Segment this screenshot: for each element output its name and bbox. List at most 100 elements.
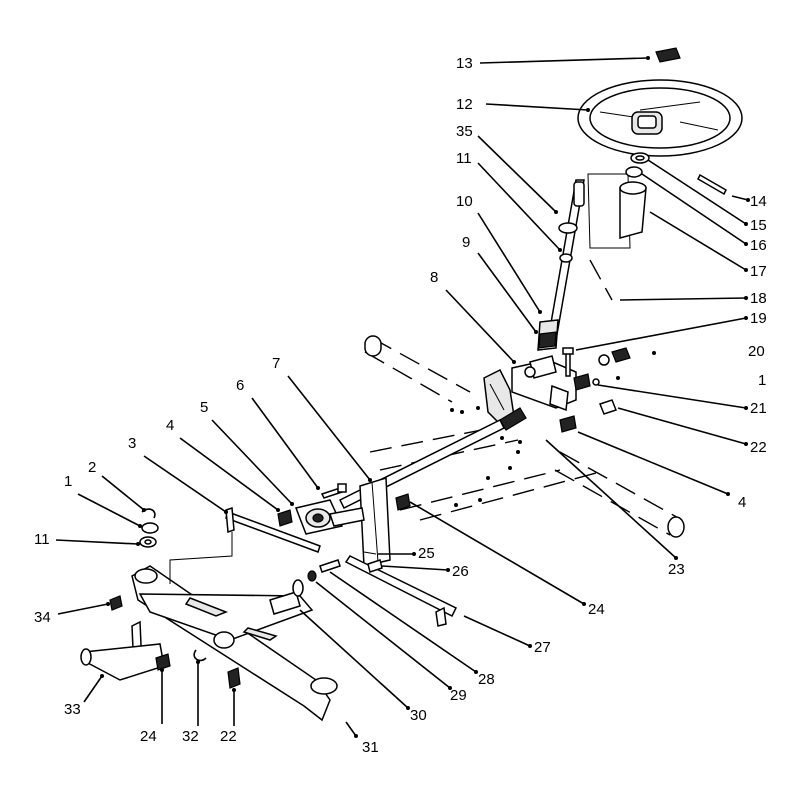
leader-line bbox=[345, 721, 357, 737]
callout-c33: 33 bbox=[64, 674, 104, 718]
leader-line bbox=[647, 159, 747, 225]
bushing-upper bbox=[625, 166, 643, 178]
leader-dot bbox=[744, 222, 748, 226]
leader-line bbox=[577, 431, 729, 495]
front-axle bbox=[131, 532, 338, 722]
leader-line bbox=[381, 565, 449, 571]
leader-dot bbox=[232, 688, 236, 692]
callout-number: 35 bbox=[456, 123, 473, 140]
callout-layer: 1312351110981415161718192012122423765432… bbox=[34, 55, 767, 756]
leader-dot bbox=[528, 644, 532, 648]
callout-number: 22 bbox=[220, 728, 237, 745]
callout-number: 28 bbox=[478, 671, 495, 688]
callout-c23: 23 bbox=[545, 439, 685, 578]
callout-number: 33 bbox=[64, 701, 81, 718]
leader-line bbox=[731, 195, 749, 201]
nut-24b bbox=[395, 493, 411, 511]
steering-gear-bracket bbox=[511, 355, 577, 412]
callout-number: 27 bbox=[534, 639, 551, 656]
leader-line bbox=[409, 501, 585, 605]
roll-pin bbox=[697, 173, 727, 196]
leader-line bbox=[485, 103, 589, 111]
leader-dot bbox=[744, 268, 748, 272]
callout-number: 8 bbox=[430, 269, 438, 286]
leader-line bbox=[57, 603, 109, 615]
callout-number: 21 bbox=[750, 400, 767, 417]
callout-number: 7 bbox=[272, 355, 280, 372]
callout-number: 29 bbox=[450, 687, 467, 704]
callout-c2: 2 bbox=[88, 459, 146, 512]
leader-dot bbox=[142, 508, 146, 512]
callout-c30: 30 bbox=[299, 609, 427, 724]
leader-dot bbox=[406, 706, 410, 710]
callout-c32: 32 bbox=[182, 660, 200, 745]
callout-c28: 28 bbox=[329, 571, 495, 688]
leader-dot bbox=[448, 686, 452, 690]
callout-c26: 26 bbox=[381, 563, 469, 580]
callout-number: 6 bbox=[236, 377, 244, 394]
callout-c17: 17 bbox=[649, 211, 767, 280]
callout-number: 15 bbox=[750, 217, 767, 234]
leader-dot bbox=[554, 210, 558, 214]
leader-line bbox=[83, 675, 103, 703]
callout-c12: 12 bbox=[456, 96, 590, 113]
callout-number: 3 bbox=[128, 435, 136, 452]
leader-line bbox=[479, 57, 649, 64]
callout-number: 4 bbox=[738, 494, 746, 511]
nut-4a bbox=[559, 415, 577, 433]
leader-dot bbox=[100, 674, 104, 678]
leader-dot bbox=[136, 542, 140, 546]
leader-line bbox=[287, 375, 371, 481]
callout-number: 20 bbox=[748, 343, 765, 360]
leader-dot bbox=[582, 602, 586, 606]
leader-line bbox=[477, 135, 557, 213]
callout-number: 1 bbox=[64, 473, 72, 490]
leader-dot bbox=[744, 406, 748, 410]
leader-dot bbox=[744, 242, 748, 246]
leader-line bbox=[545, 439, 677, 559]
callout-number: 14 bbox=[750, 193, 767, 210]
callout-c29: 29 bbox=[315, 581, 467, 704]
callout-c13: 13 bbox=[456, 55, 650, 72]
callout-c20: 20 bbox=[652, 343, 765, 360]
callout-c35: 35 bbox=[456, 123, 558, 214]
steering-wheel-cap bbox=[655, 47, 681, 63]
leader-line bbox=[619, 297, 747, 301]
callout-number: 18 bbox=[750, 290, 767, 307]
callout-c16: 16 bbox=[641, 173, 767, 254]
callout-number: 26 bbox=[452, 563, 469, 580]
callout-number: 9 bbox=[462, 234, 470, 251]
bolt-6 bbox=[320, 483, 347, 499]
callout-c18: 18 bbox=[619, 290, 767, 307]
bushing-11b bbox=[139, 536, 157, 548]
frame-holes bbox=[450, 406, 522, 507]
leader-dot bbox=[674, 556, 678, 560]
washer bbox=[630, 152, 650, 164]
callout-c24b: 24 bbox=[409, 501, 605, 618]
leader-dot bbox=[652, 351, 656, 355]
leader-line bbox=[55, 539, 139, 545]
callout-c4a: 4 bbox=[577, 431, 746, 511]
leader-line bbox=[477, 162, 561, 251]
leader-dot bbox=[290, 502, 294, 506]
column-sleeve bbox=[619, 181, 647, 239]
leader-dot bbox=[616, 376, 620, 380]
callout-number: 30 bbox=[410, 707, 427, 724]
ring-32 bbox=[193, 649, 207, 662]
nut-24a bbox=[155, 653, 171, 671]
callout-c25: 25 bbox=[378, 545, 435, 562]
callout-number: 1 bbox=[758, 372, 766, 389]
mounting-plate bbox=[359, 476, 391, 567]
leader-dot bbox=[276, 508, 280, 512]
callout-number: 16 bbox=[750, 237, 767, 254]
washer-29 bbox=[307, 570, 317, 582]
callout-c24a: 24 bbox=[140, 668, 164, 745]
callout-c4b: 4 bbox=[166, 417, 280, 512]
leader-dot bbox=[534, 330, 538, 334]
callout-number: 24 bbox=[140, 728, 157, 745]
tie-rod bbox=[225, 506, 321, 553]
callout-c7: 7 bbox=[272, 355, 372, 482]
callout-number: 25 bbox=[418, 545, 435, 562]
bolt-19 bbox=[562, 347, 574, 377]
